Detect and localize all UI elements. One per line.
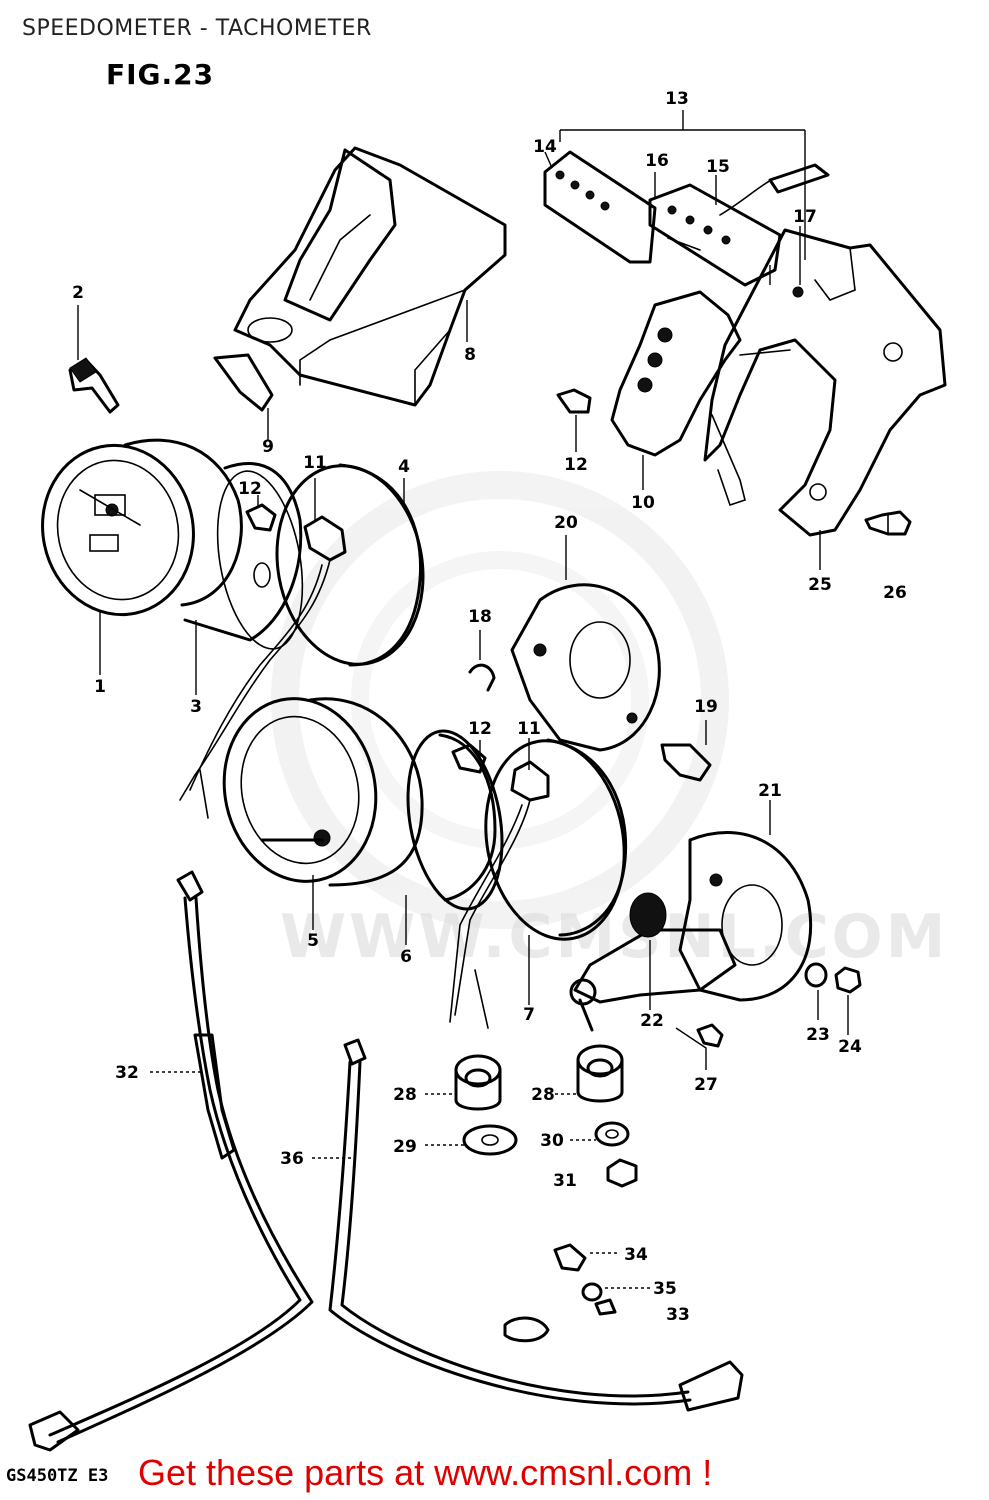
part-25-bracket <box>703 228 947 537</box>
part-14-indicator-lens <box>543 150 657 264</box>
callout-5: 5 <box>307 931 319 951</box>
callout-14: 14 <box>533 137 557 157</box>
callout-4: 4 <box>398 457 410 477</box>
callout-23: 23 <box>806 1025 830 1045</box>
callout-33: 33 <box>666 1305 690 1325</box>
callout-13: 13 <box>665 89 689 109</box>
part-31-nut <box>606 1158 638 1188</box>
part-22-bracket <box>569 892 737 1032</box>
callout-10: 10 <box>631 493 655 513</box>
watermark-logo <box>271 471 729 929</box>
part-35-washer <box>581 1282 603 1302</box>
callout-6: 6 <box>400 947 412 967</box>
callout-12-left: 12 <box>238 479 262 499</box>
part-30-washer <box>594 1121 630 1147</box>
part-28-grommet-right <box>576 1044 624 1103</box>
diagram-title: SPEEDOMETER - TACHOMETER <box>22 16 372 41</box>
callout-26: 26 <box>883 583 907 603</box>
part-4-case <box>275 463 425 667</box>
callout-12-upper: 12 <box>564 455 588 475</box>
callout-3: 3 <box>190 697 202 717</box>
callout-20: 20 <box>554 513 578 533</box>
part-21-plate <box>678 831 813 1002</box>
part-20-plate <box>510 583 661 752</box>
callout-18: 18 <box>468 607 492 627</box>
part-7-tach-case <box>449 738 628 1029</box>
part-12-bulb-upper <box>556 388 592 414</box>
part-26-screw <box>864 510 912 536</box>
callout-28-right: 28 <box>531 1085 555 1105</box>
part-1-speedometer <box>41 438 243 617</box>
callout-32: 32 <box>115 1063 139 1083</box>
part-28-grommet-left <box>454 1054 502 1111</box>
part-3-housing <box>183 462 304 650</box>
part-29-washer <box>462 1124 518 1156</box>
callout-29: 29 <box>393 1137 417 1157</box>
part-2-bulb-socket <box>68 357 120 414</box>
callout-22: 22 <box>640 1011 664 1031</box>
part-16-indicator-board <box>648 163 830 287</box>
callout-35: 35 <box>653 1279 677 1299</box>
figure-number: FIG.23 <box>106 58 215 91</box>
callout-1: 1 <box>94 677 106 697</box>
callout-11-upper: 11 <box>303 453 327 473</box>
part-8-upper-cover <box>233 146 507 407</box>
part-27-bulb <box>696 1023 724 1048</box>
part-12-bulb-middle <box>451 743 487 774</box>
callout-15: 15 <box>706 157 730 177</box>
callout-17: 17 <box>793 207 817 227</box>
callout-7: 7 <box>523 1005 535 1025</box>
callout-8: 8 <box>464 345 476 365</box>
callout-16: 16 <box>645 151 669 171</box>
part-10-switch-panel <box>610 290 791 507</box>
part-19-clip <box>660 743 712 782</box>
part-18-clip <box>468 663 496 692</box>
part-36-tachometer-cable <box>328 1038 744 1412</box>
leader-lines <box>77 110 849 1289</box>
callout-27: 27 <box>694 1075 718 1095</box>
callout-11-lower: 11 <box>517 719 541 739</box>
callout-2: 2 <box>72 283 84 303</box>
part-12-bulb-left <box>245 503 277 532</box>
model-code: GS450TZ E3 <box>6 1466 109 1486</box>
watermark: WWW.CMSNL.COM <box>280 902 949 972</box>
callout-25: 25 <box>808 575 832 595</box>
part-5-tachometer <box>222 697 424 887</box>
callout-19: 19 <box>694 697 718 717</box>
callout-24: 24 <box>838 1037 862 1057</box>
part-32-speedometer-cable <box>28 870 314 1452</box>
callout-28-left: 28 <box>393 1085 417 1105</box>
callout-34: 34 <box>624 1245 648 1265</box>
part-33-clip <box>503 1298 617 1343</box>
callout-12-middle: 12 <box>468 719 492 739</box>
callout-numbers: 1 2 3 4 5 6 7 8 9 10 11 11 12 12 12 13 1… <box>72 89 907 1325</box>
part-34-screw <box>553 1243 587 1272</box>
callout-36: 36 <box>280 1149 304 1169</box>
promo-link[interactable]: Get these parts at www.cmsnl.com ! <box>138 1452 713 1493</box>
part-24-nut <box>834 966 862 994</box>
part-17-screw <box>667 237 804 298</box>
part-11-socket-upper <box>179 515 347 819</box>
callout-21: 21 <box>758 781 782 801</box>
callout-30: 30 <box>540 1131 564 1151</box>
part-9-clip <box>213 353 274 412</box>
callout-9: 9 <box>262 437 274 457</box>
part-23-washer <box>804 962 828 988</box>
callout-31: 31 <box>553 1171 577 1191</box>
